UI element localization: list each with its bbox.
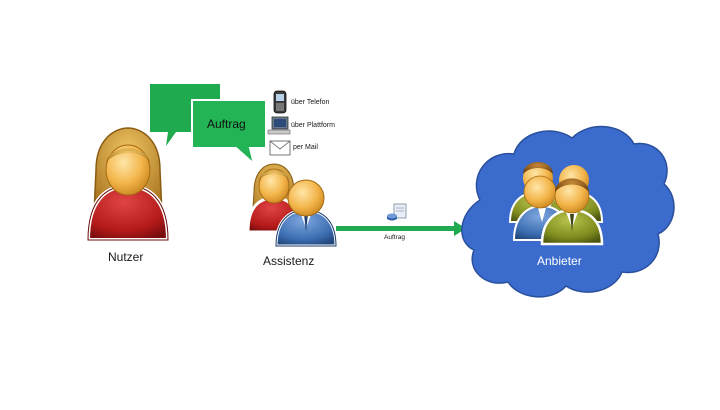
channel-label-phone: über Telefon xyxy=(291,99,330,106)
assistenz-label: Assistenz xyxy=(263,254,315,268)
computer-icon xyxy=(267,116,291,135)
channel-label-platform: über Plattform xyxy=(291,122,335,129)
mail-icon xyxy=(269,140,291,156)
assistenz-female-avatar xyxy=(246,163,302,234)
auftrag-arrow xyxy=(336,221,466,236)
phone-icon xyxy=(273,90,287,114)
bubble-label: Auftrag xyxy=(207,117,246,131)
speech-bubble-front xyxy=(191,99,267,167)
nutzer-label: Nutzer xyxy=(108,250,144,264)
anbieter-label: Anbieter xyxy=(537,254,582,268)
assistenz-male-avatar xyxy=(274,179,338,248)
arrow-label: Auftrag xyxy=(384,234,405,241)
nutzer-avatar xyxy=(85,127,171,242)
channel-label-mail: per Mail xyxy=(293,144,318,151)
anbieter-avatars xyxy=(508,162,604,246)
document-stack-icon xyxy=(387,203,407,221)
